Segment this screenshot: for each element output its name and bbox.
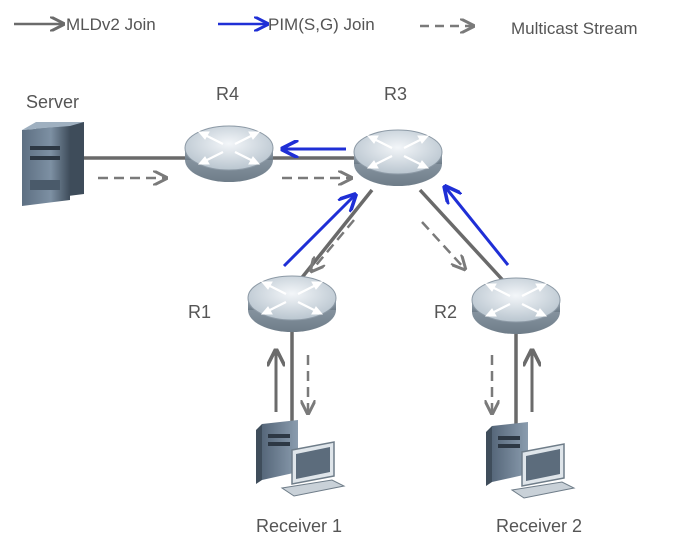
router-r4-label: R4 (216, 84, 239, 104)
link-r3-r2 (418, 188, 512, 290)
multicast-stream-arrows (98, 178, 492, 412)
router-r4-icon (183, 124, 275, 184)
pim-join-arrows (282, 149, 510, 268)
router-r3-label: R3 (384, 84, 407, 104)
legend-pim-label: PIM(S,G) Join (268, 15, 375, 34)
server-label: Server (26, 92, 79, 112)
stream-r3-r1 (312, 219, 355, 270)
link-r3-r1 (290, 188, 374, 292)
router-r2-label: R2 (434, 302, 457, 322)
receiver2-computer-icon (486, 422, 576, 499)
legend-stream-label: Multicast Stream (511, 19, 638, 38)
legend-mld-label: MLDv2 Join (66, 15, 156, 34)
mld-join-arrows (276, 352, 532, 412)
router-r3-icon (352, 128, 444, 188)
server-icon (22, 122, 84, 206)
legend: MLDv2 Join PIM(S,G) Join Multicast Strea… (14, 15, 638, 38)
router-r1-icon (246, 274, 338, 334)
pim-r1-r3 (282, 196, 354, 268)
receiver1-label: Receiver 1 (256, 516, 342, 536)
router-r1-label: R1 (188, 302, 211, 322)
pim-r2-r3 (446, 188, 510, 266)
router-r2-icon (470, 276, 562, 336)
receiver1-computer-icon (256, 420, 346, 497)
stream-r3-r2 (421, 221, 464, 268)
receiver2-label: Receiver 2 (496, 516, 582, 536)
